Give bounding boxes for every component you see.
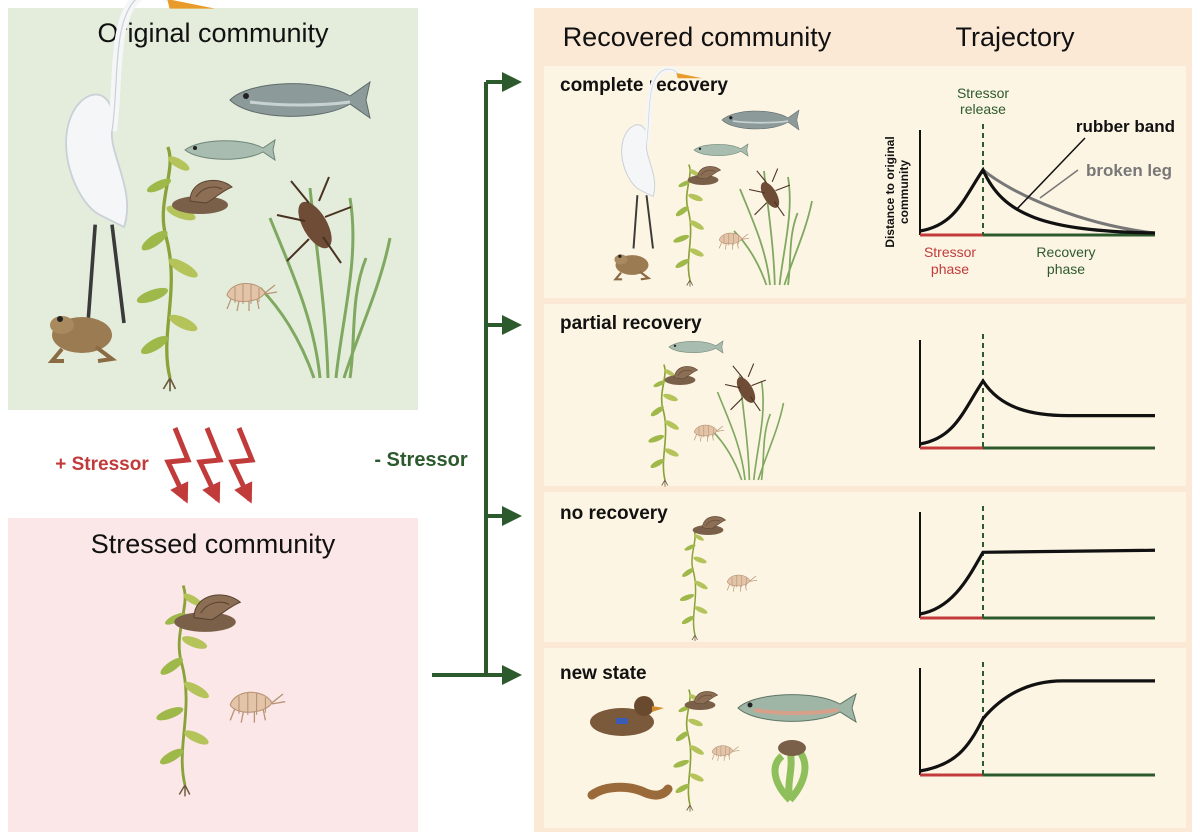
trajectory-curve (919, 548, 1156, 616)
stressor-lightning-icon (164, 427, 256, 504)
recovery-phase-label-line2: phase (1047, 261, 1085, 277)
original-community-title: Original community (97, 18, 329, 48)
branch-arrows (432, 72, 522, 685)
stressor-phase-label-line1: Stressor (924, 244, 976, 260)
scenario-label-none: no recovery (560, 503, 668, 524)
scenario-box-partial (544, 304, 1186, 486)
y-axis-label-line2: community (897, 160, 911, 224)
trajectory-title: Trajectory (955, 22, 1075, 52)
broken-leg-pointer (1039, 169, 1079, 199)
recovery-phase-label-line1: Recovery (1036, 244, 1095, 260)
scenario-label-complete: complete recovery (560, 75, 728, 96)
trajectory-curve (919, 679, 1155, 773)
scenario-label-new-state: new state (560, 663, 647, 684)
stressor-release-label-line2: release (960, 101, 1006, 117)
broken-leg-curve (982, 168, 1156, 235)
stressed-community-panel (8, 518, 418, 832)
stressor-release-label-line1: Stressor (957, 85, 1009, 101)
rubber-band-curve (919, 166, 1156, 235)
new-state-illustration (587, 688, 857, 813)
add-stressor-label: + Stressor (55, 454, 149, 475)
trajectory-chart-partial (919, 334, 1155, 450)
trajectory-curve (919, 378, 1155, 446)
recovered-community-title: Recovered community (563, 22, 832, 52)
y-axis-label-line1: Distance to original (883, 136, 897, 247)
trajectory-chart-new-state (919, 662, 1155, 777)
rubber-band-pointer (1015, 137, 1086, 211)
stressed-community-title: Stressed community (91, 529, 336, 559)
trajectory-chart-complete (919, 124, 1156, 237)
broken-leg-label: broken leg (1086, 161, 1172, 180)
scenario-label-partial: partial recovery (560, 313, 702, 334)
remove-stressor-label: - Stressor (374, 449, 468, 471)
rubber-band-label: rubber band (1076, 117, 1175, 136)
stressor-phase-label-line2: phase (931, 261, 969, 277)
trajectory-chart-none (919, 506, 1156, 620)
